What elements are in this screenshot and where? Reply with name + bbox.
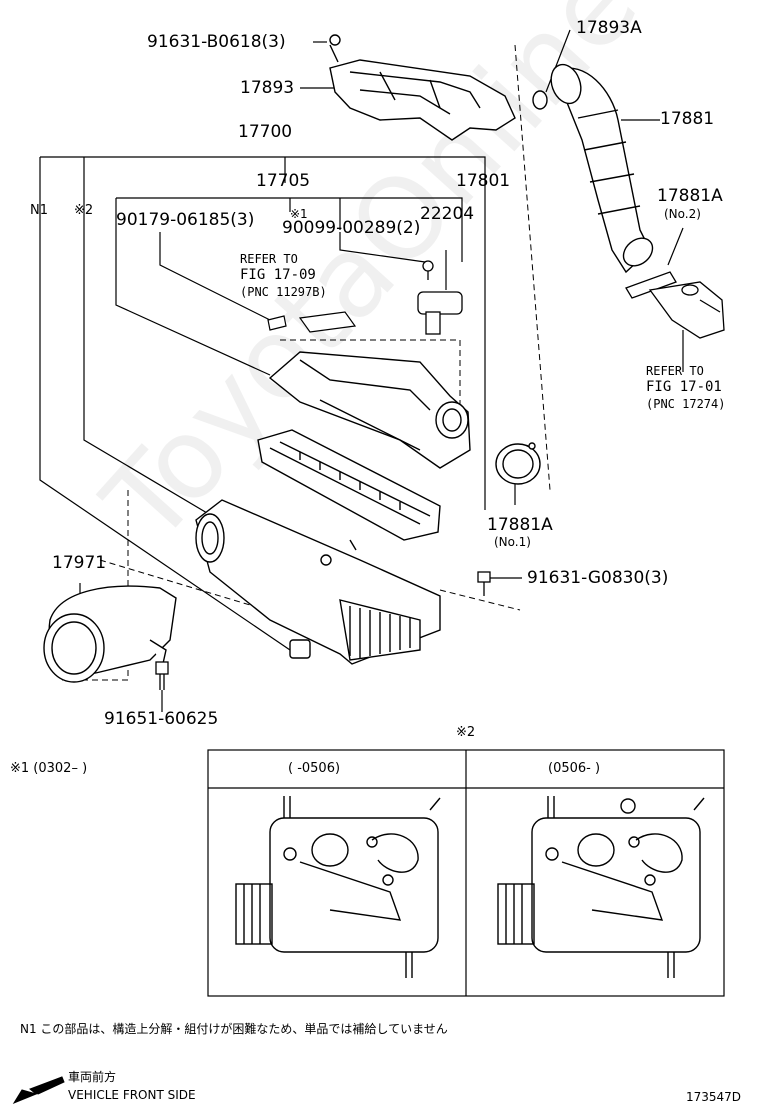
air-cleaner-case-shape bbox=[195, 499, 441, 665]
variant-right-case bbox=[497, 796, 705, 978]
variant-right-range: (0506- ) bbox=[548, 761, 601, 776]
intake-hose-shape bbox=[532, 63, 654, 274]
refer-right-line1: REFER TO bbox=[646, 364, 704, 378]
label-17893a: 17893A bbox=[576, 18, 642, 38]
air-cleaner-cap-shape bbox=[268, 351, 471, 469]
label-90099-00289: 90099-00289(2) bbox=[282, 218, 421, 238]
refer-right-line2: FIG 17-01 bbox=[646, 379, 722, 395]
air-filter-element-shape bbox=[257, 429, 441, 541]
label-17700: 17700 bbox=[238, 122, 293, 142]
refer-left-line2: FIG 17-09 bbox=[240, 267, 316, 283]
front-side-arrow-icon bbox=[12, 1076, 65, 1105]
front-side-en: VEHICLE FRONT SIDE bbox=[68, 1088, 196, 1102]
label-note2-marker: ※2 bbox=[74, 203, 94, 218]
label-17893: 17893 bbox=[240, 78, 295, 98]
label-91631-b0618: 91631-B0618(3) bbox=[147, 32, 286, 52]
label-17881a-no1: 17881A bbox=[487, 515, 553, 535]
bolt-g0830-shape bbox=[477, 571, 491, 596]
label-no2: (No.2) bbox=[664, 207, 701, 221]
variant-marker: ※2 bbox=[456, 725, 476, 740]
bolt-91651-shape bbox=[155, 661, 169, 690]
small-fastener-shapes bbox=[267, 311, 357, 333]
label-note1-marker: ※1 bbox=[290, 207, 308, 221]
leader-17705-bracket bbox=[116, 197, 463, 262]
leader-90099 bbox=[339, 232, 426, 263]
label-17881a-no2: 17881A bbox=[657, 186, 723, 206]
note1-range: ※1 (0302– ) bbox=[10, 761, 88, 776]
footer-note-n1: N1 この部品は、構造上分解・組付けが困難なため、単品では補給していません bbox=[20, 1022, 448, 1036]
front-side-jp: 車両前方 bbox=[68, 1070, 117, 1084]
inlet-duct-shape bbox=[43, 585, 177, 683]
leader-n1 bbox=[39, 157, 291, 651]
refer-right-line3: (PNC 17274) bbox=[646, 396, 726, 411]
refer-fig-17-01: REFER TO FIG 17-01 (PNC 17274) bbox=[646, 364, 725, 412]
air-intake-connector-shape bbox=[329, 34, 516, 141]
label-n1: N1 bbox=[30, 203, 48, 218]
label-91631-g0830: 91631-G0830(3) bbox=[527, 568, 669, 588]
clamp-no1-shape bbox=[495, 442, 541, 485]
clamp-no2-shape bbox=[625, 271, 725, 339]
refer-left-line3: (PNC 11297B) bbox=[240, 284, 327, 299]
air-flow-sensor-shape bbox=[417, 260, 463, 335]
refer-left-line1: REFER TO bbox=[240, 252, 298, 266]
leader-17700-bracket bbox=[84, 156, 486, 510]
label-90179-06185: 90179-06185(3) bbox=[116, 210, 255, 230]
label-17971: 17971 bbox=[52, 553, 107, 573]
label-91651-60625: 91651-60625 bbox=[104, 709, 219, 729]
variant-box bbox=[207, 749, 725, 997]
diagram-id: 173547D bbox=[686, 1090, 742, 1104]
label-no1: (No.1) bbox=[494, 535, 531, 549]
label-17801: 17801 bbox=[456, 171, 511, 191]
variant-left-range: ( -0506) bbox=[288, 761, 341, 776]
label-17881: 17881 bbox=[660, 109, 715, 129]
leader-17705-left bbox=[115, 198, 271, 376]
label-17705: 17705 bbox=[256, 171, 311, 191]
label-22204: 22204 bbox=[420, 204, 475, 224]
leader-90179 bbox=[159, 232, 271, 321]
refer-fig-17-09: REFER TO FIG 17-09 (PNC 11297B) bbox=[240, 252, 327, 300]
variant-left-case bbox=[235, 796, 441, 978]
